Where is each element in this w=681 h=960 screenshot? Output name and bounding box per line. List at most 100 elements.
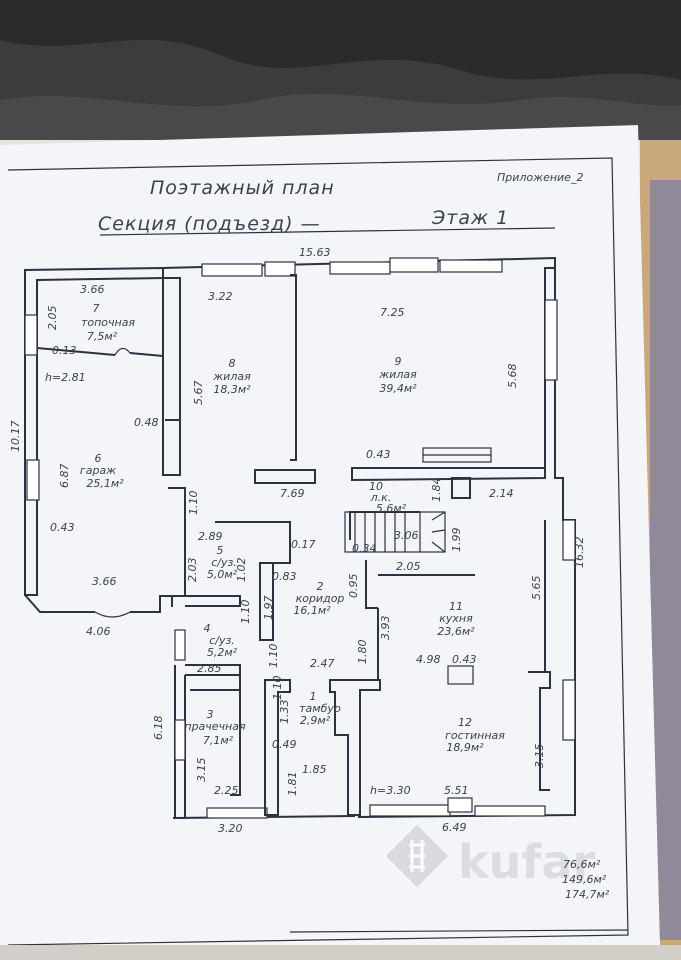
svg-text:гостинная: гостинная [445, 729, 505, 742]
dimension-labels: 15.63 3.66 3.22 7.25 2.05 0.13 h=2.81 5.… [9, 246, 586, 835]
dim-label: 3.15 [195, 758, 208, 783]
bottom-edge [0, 945, 681, 960]
svg-text:5,6м²: 5,6м² [376, 502, 407, 515]
svg-text:л.к.: л.к. [370, 491, 392, 504]
room-6: 6 гараж 25,1м² [80, 452, 124, 490]
internal-walls [36, 274, 551, 816]
svg-text:7: 7 [93, 302, 100, 315]
dim-label: 0.43 [452, 653, 477, 666]
appendix-label: Приложение_2 [497, 171, 583, 184]
dim-label: 0.17 [291, 538, 316, 551]
svg-text:6: 6 [95, 452, 102, 465]
dim-label: 2.03 [186, 558, 199, 583]
dim-label: 6.87 [58, 464, 71, 489]
table-line [289, 929, 629, 933]
dim-label: 6.18 [152, 716, 165, 741]
dim-label: 0.49 [272, 738, 297, 751]
window [201, 263, 263, 277]
dim-label: 1.84 [430, 478, 443, 503]
room-5: 5 с/уз. 5,0м² [207, 544, 238, 581]
svg-text:с/уз.: с/уз. [211, 556, 237, 569]
room-3: 3 прачечная 7,1м² [184, 708, 246, 747]
svg-text:коридор: коридор [296, 592, 345, 605]
floor-label: Этаж 1 [431, 207, 509, 229]
room-11: 11 кухня 23,6м² [437, 600, 475, 638]
room-8: 8 жилая 18,3м² [212, 357, 251, 396]
dim-label: 4.06 [86, 625, 111, 638]
room-labels: 7 топочная 7,5м² 8 жилая 18,3м² 9 жилая … [80, 302, 505, 754]
dim-label: 1.10 [187, 491, 200, 516]
svg-text:кухня: кухня [439, 612, 473, 625]
window [174, 719, 186, 761]
watermark-text: kufar [458, 835, 595, 889]
fabric-fold-2 [0, 93, 681, 140]
svg-text:11: 11 [449, 600, 463, 613]
door [114, 347, 131, 356]
header-underline [99, 227, 556, 236]
plan-title: Поэтажный план [150, 177, 335, 199]
total-living: 76,6м² [563, 858, 601, 871]
room-9: 9 жилая 39,4м² [378, 355, 417, 395]
svg-text:тамбур: тамбур [299, 702, 341, 715]
window [439, 259, 503, 273]
dim-label: 0.43 [50, 521, 75, 534]
svg-text:4: 4 [204, 622, 211, 635]
dim-label: 0.43 [366, 448, 391, 461]
dim-label: 1.80 [356, 640, 369, 665]
dim-label: 2.05 [46, 306, 59, 331]
window [389, 257, 439, 273]
dim-label: 0.48 [134, 416, 159, 429]
svg-text:с/уз.: с/уз. [209, 634, 235, 647]
dim-label: 2.05 [396, 560, 421, 573]
svg-text:гараж: гараж [80, 464, 116, 477]
section-label: Секция (подъезд) — [98, 213, 321, 235]
svg-text:жилая: жилая [212, 370, 251, 383]
dim-label: 1.10 [267, 644, 280, 669]
svg-text:топочная: топочная [81, 316, 135, 329]
window [369, 804, 451, 817]
room-10: 10 л.к. 5,6м² [369, 480, 407, 515]
svg-text:8: 8 [229, 357, 236, 370]
dim-label: 2.47 [310, 657, 335, 670]
fabric-fold [0, 0, 681, 80]
hash-icon [409, 840, 425, 872]
dim-label: h=3.30 [370, 784, 411, 797]
window [562, 679, 576, 741]
dim-label: 0.95 [347, 574, 360, 599]
svg-text:7,1м²: 7,1м² [203, 734, 234, 747]
dim-label: 3.93 [379, 616, 392, 641]
dim-label: 7.25 [380, 306, 405, 319]
paper-sheet [0, 125, 660, 960]
svg-text:18,3м²: 18,3м² [213, 383, 251, 396]
svg-text:12: 12 [458, 716, 472, 729]
dim-label: 1.02 [235, 558, 248, 583]
dim-label: 2.89 [198, 530, 223, 543]
svg-text:2: 2 [317, 580, 324, 593]
window [562, 519, 576, 561]
dim-label: 5.51 [444, 784, 469, 797]
dim-label: 3.15 [533, 744, 546, 769]
total-all: 174,7м² [565, 888, 610, 901]
svg-text:3: 3 [207, 708, 214, 721]
dim-label: 2.14 [489, 487, 514, 500]
dim-label: 5.67 [192, 381, 205, 406]
window [329, 261, 391, 275]
window [24, 314, 38, 356]
svg-text:5,0м²: 5,0м² [207, 568, 238, 581]
room-2: 2 коридор 16,1м² [293, 580, 344, 617]
svg-text:16,1м²: 16,1м² [293, 604, 331, 617]
dim-label: 0.83 [272, 570, 297, 583]
svg-text:25,1м²: 25,1м² [86, 477, 124, 490]
svg-text:10: 10 [369, 480, 383, 493]
garage-door [94, 611, 131, 618]
drawing-frame [7, 157, 629, 946]
svg-text:9: 9 [395, 355, 402, 368]
dim-label: 1.97 [262, 596, 275, 621]
dim-label: 3.22 [208, 290, 233, 303]
dim-label: 1.33 [278, 700, 291, 725]
dim-label: 15.63 [299, 246, 331, 259]
window [264, 261, 296, 277]
dim-label: 16.32 [573, 537, 586, 569]
dim-label: 3.66 [80, 283, 105, 296]
window [26, 459, 40, 501]
